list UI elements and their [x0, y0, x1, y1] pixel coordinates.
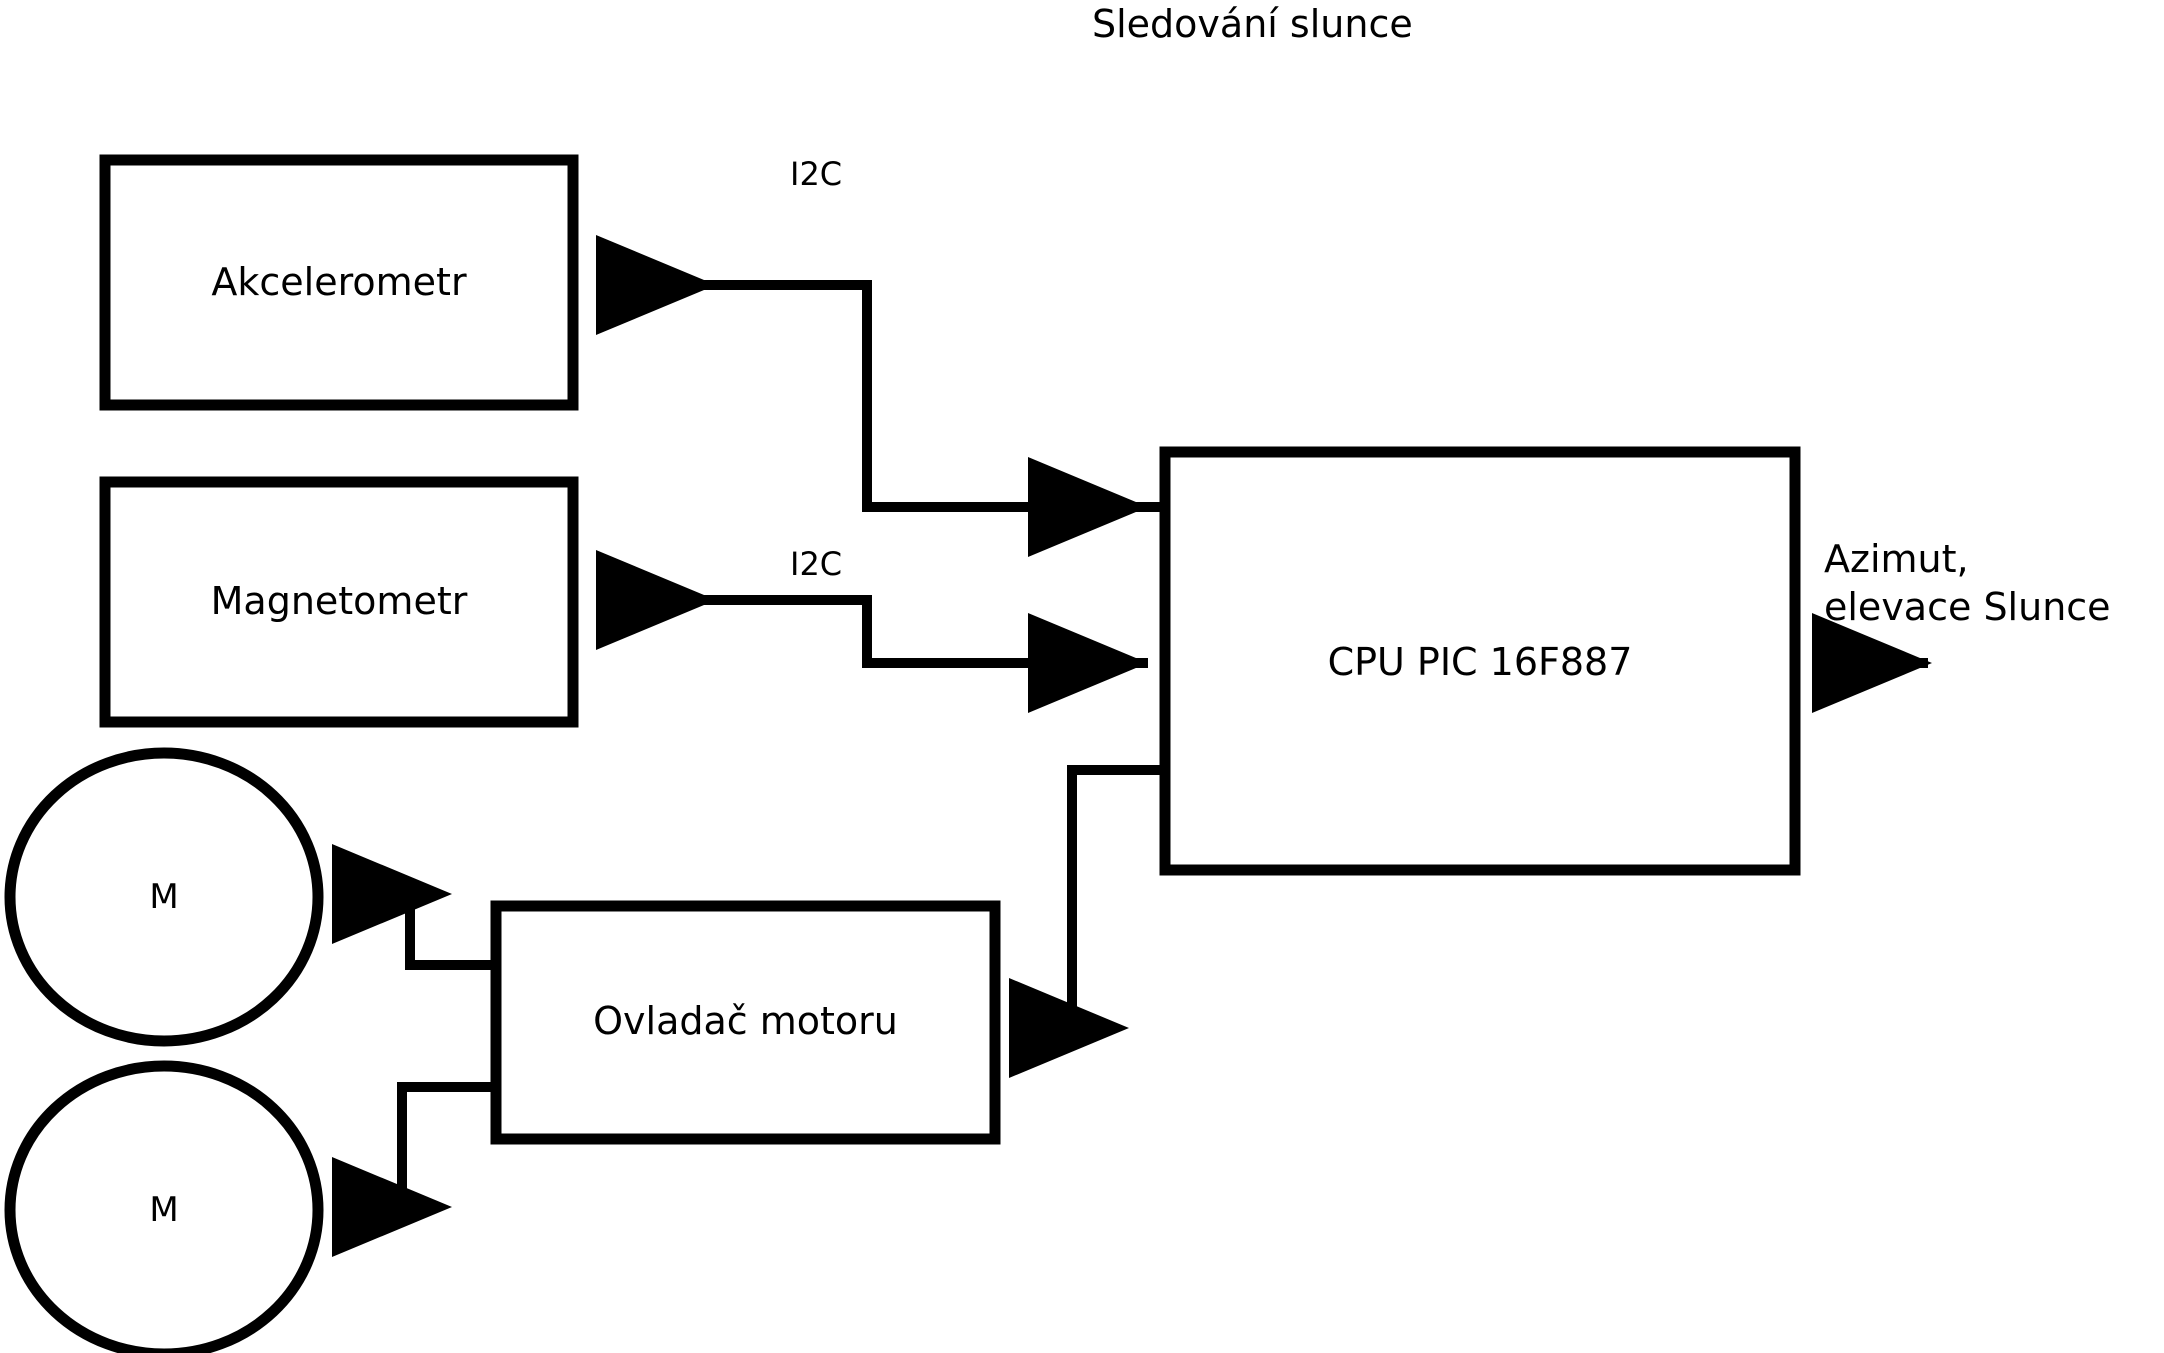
node-ovladac-shape[interactable]	[490, 900, 1001, 1145]
io-label-slunce-line1: Azimut,	[1824, 537, 1969, 581]
node-akcelerometr-shape[interactable]	[99, 154, 579, 411]
edge-cpu-to-magnetometr	[596, 550, 872, 663]
node-label-ovladac: Ovladač motoru	[593, 999, 898, 1044]
node-label-magnetometr: Magnetometr	[210, 579, 468, 624]
edge-akcelerometr-to-cpu	[862, 285, 1148, 557]
node-motor1-shape[interactable]	[4, 747, 324, 1047]
node-magnetometr-shape[interactable]	[99, 476, 579, 728]
edge-label-i2c-magnetometr: I2C	[790, 545, 843, 583]
edge-ovladac-to-motor1	[332, 844, 496, 970]
node-motor2-shape[interactable]	[4, 1060, 324, 1353]
node-label-cpu: CPU PIC 16F887	[1327, 640, 1633, 685]
edge-cpu-to-ovladac	[1009, 765, 1165, 1078]
page-title: Sledování slunce	[1092, 2, 1413, 46]
io-label-slunce: Azimut, elevace Slunce	[1824, 536, 2111, 631]
node-label-akcelerometr: Akcelerometr	[211, 260, 467, 305]
edge-cpu-to-akcelerometr	[596, 235, 1160, 512]
io-label-slunce-line2: elevace Slunce	[1824, 584, 2111, 629]
edge-magnetometr-to-cpu	[862, 600, 1148, 713]
node-label-motor2: M	[149, 1190, 179, 1230]
edge-ovladac-to-motor2	[332, 1082, 496, 1257]
node-cpu-shape[interactable]	[1159, 446, 1801, 876]
node-label-motor1: M	[149, 877, 179, 917]
edge-label-i2c-akcelerometr: I2C	[790, 155, 843, 193]
